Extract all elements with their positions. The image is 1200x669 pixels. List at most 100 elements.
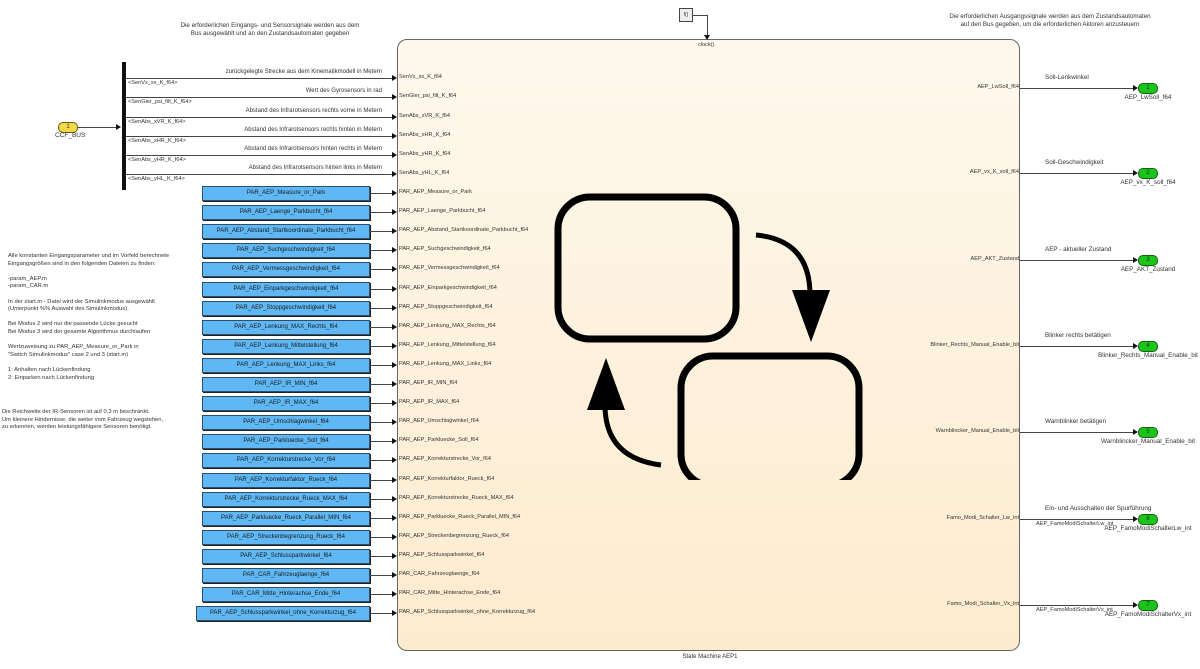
bus-selector-output: <SenVx_sx_K_f64> — [128, 80, 178, 86]
inport-label: CCF_BUS — [55, 132, 86, 139]
chart-input-port: PAR_AEP_Stoppgeschwindigkeit_f64 — [399, 303, 493, 310]
arrow-icon — [392, 591, 397, 598]
function-call-generator[interactable]: f() — [679, 8, 693, 22]
outport-block[interactable]: 4 — [1138, 341, 1158, 352]
arrow-icon — [1133, 170, 1138, 176]
signal-name: AEP_FamoModiSchalterVx_int — [1036, 607, 1113, 613]
signal-description: Abstand des Infrarotsensors hinten recht… — [244, 146, 382, 152]
chart-input-port: SenAbs_yHL_K_f64 — [399, 170, 450, 176]
arrow-icon — [392, 285, 397, 292]
constant-block[interactable]: PAR_AEP_Korrekturstrecke_Vor_f64 — [202, 453, 370, 469]
constant-block[interactable]: PAR_AEP_Lenkung_MAX_Links_f64 — [202, 357, 370, 373]
arrow-icon — [1133, 429, 1138, 435]
constant-block[interactable]: PAR_AEP_Korrekturfaktor_Rueck_f64 — [202, 472, 370, 488]
signal-line — [370, 384, 392, 385]
arrow-icon — [392, 400, 397, 407]
signal-line — [1020, 519, 1135, 520]
bus-selector[interactable] — [122, 62, 126, 190]
constant-block[interactable]: PAR_AEP_Lenkung_Mittelstellung_f64 — [202, 338, 370, 354]
signal-description: Soll-Geschwindigkeit — [1045, 159, 1104, 166]
arrow-icon — [392, 572, 397, 578]
chart-output-port: AEP_vx_K_soll_f64 — [969, 169, 1019, 175]
chart-input-port: PAR_CAR_Mitte_Hinterachse_Ende_f64 — [399, 590, 501, 597]
constant-block[interactable]: PAR_AEP_Measure_or_Park — [202, 186, 370, 201]
signal-line — [370, 326, 392, 328]
arrow-icon — [392, 476, 397, 483]
constant-block[interactable]: PAR_AEP_IR_MAX_f64 — [202, 396, 370, 412]
signal-line — [1020, 173, 1135, 174]
constant-block[interactable]: PAR_AEP_Laenge_Parkbucht_f64 — [202, 205, 370, 221]
arrow-icon — [392, 533, 397, 540]
outport-block[interactable]: 3 — [1138, 255, 1158, 266]
arrow-icon — [392, 342, 397, 349]
signal-line — [1020, 432, 1135, 433]
chart-input-port: PAR_AEP_Korrekturstrecke_Rueck_MAX_f64 — [399, 494, 514, 501]
outport-block[interactable]: 6 — [1138, 514, 1158, 525]
signal-line — [370, 307, 392, 309]
chart-input-port: PAR_AEP_Parkluecke_Soll_f64 — [399, 437, 479, 444]
signal-line — [126, 97, 392, 98]
outport-block[interactable]: 2 — [1138, 168, 1158, 179]
signal-name: AEP_FamoModiSchalterLw_int — [1036, 521, 1114, 527]
arrow-icon — [392, 419, 397, 426]
arrow-icon — [1133, 516, 1138, 522]
constant-block[interactable]: PAR_AEP_Einparkgeschwindigkeit_f64 — [202, 281, 370, 297]
constant-block[interactable]: PAR_AEP_Streckenbegrenzung_Rueck_f64 — [202, 529, 370, 545]
bus-line — [78, 127, 118, 128]
constant-block[interactable]: PAR_AEP_Parkluecke_Soll_f64 — [202, 434, 370, 450]
note-parameters: Alle konstanten Eingangsparameter und im… — [8, 253, 170, 381]
inport-ccf-bus[interactable]: 1 — [58, 122, 78, 133]
outport-label: AEP_AKT_Zustand — [1120, 266, 1176, 273]
signal-line — [370, 517, 392, 519]
signal-line — [370, 575, 392, 576]
chart-input-port: PAR_AEP_Measure_or_Park — [399, 189, 472, 195]
bus-selector-output: <SenAbs_yHL_K_f64> — [128, 176, 185, 182]
constant-block[interactable]: PAR_CAR_Mitte_Hinterachse_Ende_f64 — [202, 587, 370, 603]
outport-label: AEP_LwSoll_f64 — [1124, 94, 1172, 101]
chart-input-port: PAR_AEP_Lenkung_MAX_Rechts_f64 — [399, 322, 496, 329]
signal-line — [370, 269, 392, 271]
arrow-icon — [392, 457, 397, 464]
signal-line — [370, 555, 392, 557]
constant-block[interactable]: PAR_AEP_Schlussparkwinkel_ohne_Korrektur… — [196, 606, 370, 622]
constant-block[interactable]: PAR_AEP_Umschlagwinkel_f64 — [202, 415, 370, 431]
constant-block[interactable]: PAR_AEP_Korrekturstrecke_Rueck_MAX_f64 — [202, 491, 370, 507]
constant-block[interactable]: PAR_AEP_Suchgeschwindigkeit_f64 — [202, 243, 370, 259]
constant-block[interactable]: PAR_AEP_Vermessgeschwindigkeit_f64 — [202, 262, 370, 278]
signal-description: Ein- und Ausschalten der Spurführung — [1045, 505, 1152, 512]
signal-description: Abstand des Infrarotsensors hinten links… — [248, 165, 382, 171]
signal-description: Wert des Gyrosensors in rad — [305, 88, 382, 94]
bus-selector-output: <SenAbs_xVR_K_f64> — [128, 119, 186, 125]
bus-selector-output: <SenAbs_xHR_K_f64> — [128, 138, 186, 144]
outport-block[interactable]: 5 — [1138, 427, 1158, 438]
arrow-icon — [392, 190, 397, 196]
signal-line — [370, 231, 392, 233]
outport-block[interactable]: 1 — [1138, 83, 1158, 94]
bus-selector-output: <SenAbs_yHR_K_f64> — [128, 157, 186, 163]
constant-block[interactable]: PAR_AEP_Stoppgeschwindigkeit_f64 — [202, 300, 370, 316]
chart-output-port: AEP_AKT_Zustand — [970, 256, 1019, 262]
constant-block[interactable]: PAR_CAR_Fahrzeuglaenge_f64 — [202, 568, 370, 583]
arrow-icon — [392, 304, 397, 311]
chart-input-port: PAR_AEP_Umschlagwinkel_f64 — [399, 418, 479, 425]
constant-block[interactable]: PAR_AEP_Lenkung_MAX_Rechts_f64 — [202, 319, 370, 335]
constant-block[interactable]: PAR_AEP_Schlussparkwinkel_f64 — [202, 548, 370, 564]
signal-line — [370, 193, 392, 194]
constant-block[interactable]: PAR_AEP_Abstand_Startkoordinate_Parkbuch… — [202, 224, 370, 240]
arrow-icon — [392, 361, 397, 368]
chart-input-port: PAR_AEP_Lenkung_MAX_Links_f64 — [399, 360, 492, 367]
signal-description: AEP - aktueller Zustand — [1045, 246, 1112, 253]
signal-line — [370, 498, 392, 500]
trigger-line — [707, 15, 708, 37]
constant-block[interactable]: PAR_AEP_IR_MIN_f64 — [202, 377, 370, 392]
signal-description: Soll-Lenkwinkel — [1045, 74, 1089, 81]
outport-block[interactable]: 7 — [1138, 600, 1158, 611]
arrow-icon — [392, 114, 397, 120]
chart-input-port: PAR_AEP_Streckenbegrenzung_Rueck_f64 — [399, 532, 509, 539]
outport-label: Warnblincker_Manual_Enable_bit — [1101, 438, 1195, 445]
arrow-icon — [1133, 257, 1138, 263]
constant-block[interactable]: PAR_AEP_Parkluecke_Rueck_Parallel_MIN_f6… — [202, 510, 370, 526]
chart-input-port: PAR_AEP_Korrekturstrecke_Vor_f64 — [399, 456, 491, 463]
signal-line — [1020, 88, 1135, 89]
